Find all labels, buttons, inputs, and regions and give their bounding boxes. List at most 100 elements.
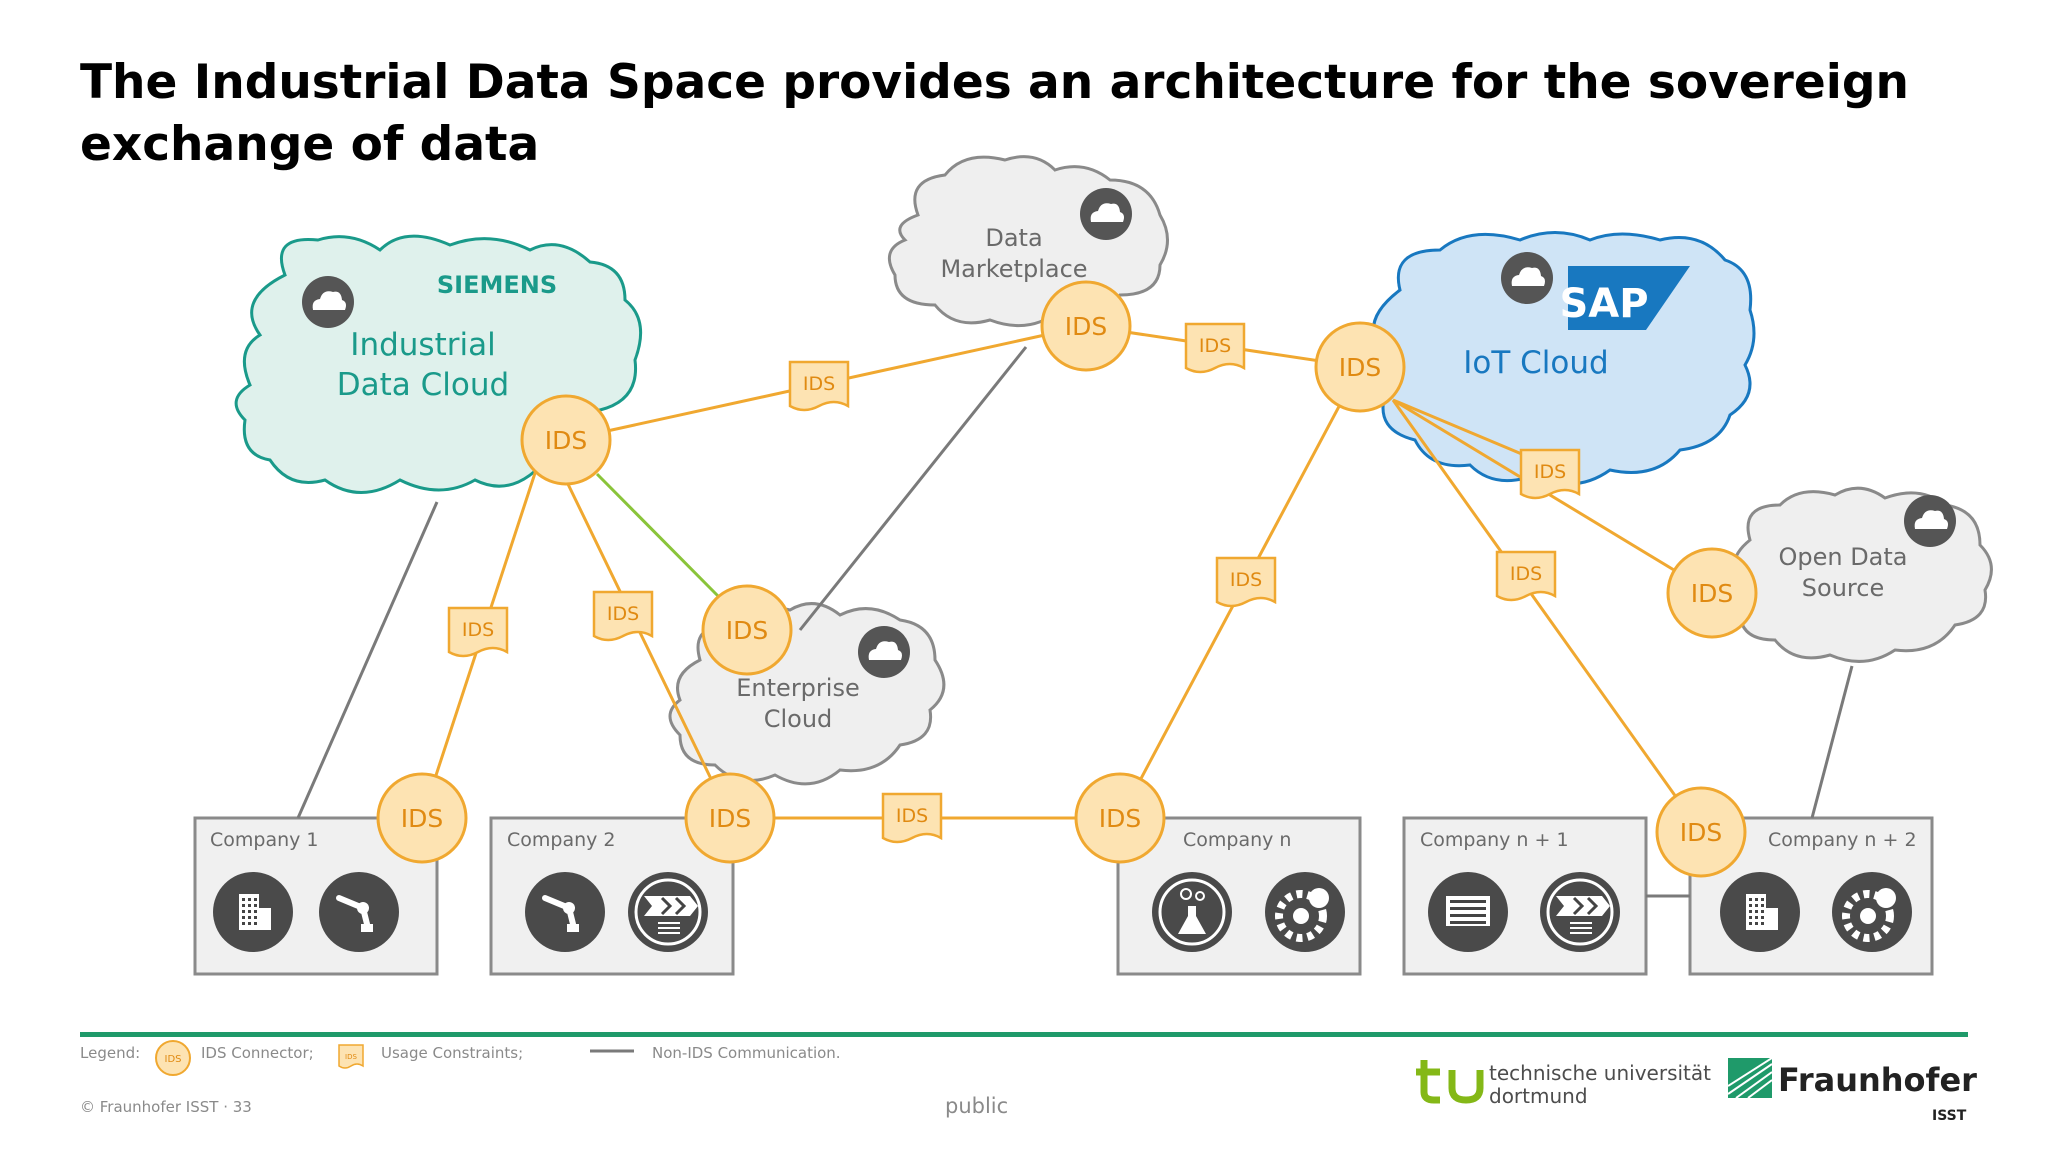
non-ids-link (296, 501, 439, 819)
company-name: Company n (1183, 829, 1291, 851)
ids-connector: IDS (1655, 786, 1747, 878)
enterprise-label-1: Enterprise (736, 674, 859, 702)
usage-constraint-tag: IDS (1495, 550, 1557, 602)
ids-link (1391, 399, 1703, 833)
lab-flask-icon (1152, 872, 1232, 952)
sap-logo: SAP (1559, 266, 1690, 330)
company-box-2: Company 2 (489, 816, 735, 976)
ids-link (1392, 398, 1713, 595)
company-name: Company 2 (507, 829, 616, 851)
svg-text:SAP: SAP (1559, 281, 1648, 327)
usage-constraints: IDS IDS IDS IDS IDS IDS IDS IDS (447, 322, 1581, 844)
iot-cloud-label: IoT Cloud (1463, 345, 1608, 381)
process-chevrons-icon (628, 872, 708, 952)
fraunhofer-institute: ISST (1932, 1108, 1967, 1124)
connector-label: IDS (1099, 804, 1142, 833)
ids-connector: IDS (1314, 321, 1406, 413)
connector-label: IDS (1065, 312, 1108, 341)
factory-building-icon (1720, 872, 1800, 952)
industrial-cloud-label-2: Data Cloud (337, 367, 509, 403)
legend-usage-constraint-icon: IDS (338, 1044, 364, 1069)
svg-text:IDS: IDS (165, 1054, 182, 1065)
connector-label: IDS (545, 426, 588, 455)
non-ids-links (296, 346, 1854, 898)
connector-label: IDS (1339, 353, 1382, 382)
connector-label: IDS (1691, 579, 1734, 608)
connector-label: IDS (1680, 818, 1723, 847)
open-data-label-2: Source (1802, 574, 1884, 602)
company-name: Company n + 1 (1420, 829, 1569, 851)
usage-constraint-tag: IDS (1184, 322, 1246, 374)
siemens-logo: SIEMENS (437, 271, 557, 299)
tu-dortmund-logo (1416, 1060, 1484, 1104)
marketplace-label-1: Data (985, 224, 1042, 252)
tag-label: IDS (1199, 335, 1231, 357)
usage-constraint-tag: IDS (788, 360, 850, 412)
tag-label: IDS (1534, 461, 1566, 483)
legend-ids-connector-label: IDS Connector; (201, 1044, 314, 1062)
robot-arm-icon (525, 872, 605, 952)
robot-arm-icon (319, 872, 399, 952)
marketplace-label-2: Marketplace (940, 255, 1087, 283)
cloud-icon (1904, 495, 1956, 547)
copyright: © Fraunhofer ISST · 33 (80, 1098, 252, 1116)
connector-label: IDS (709, 804, 752, 833)
company-name: Company 1 (210, 829, 319, 851)
usage-constraint-tag: IDS (1215, 556, 1277, 608)
usage-constraint-tag: IDS (881, 792, 943, 844)
tu-dortmund-name: technische universität dortmund (1489, 1061, 1711, 1108)
process-chevrons-icon (1540, 872, 1620, 952)
footer-divider (80, 1032, 1968, 1037)
connector-label: IDS (726, 616, 769, 645)
legend-prefix: Legend: (80, 1044, 141, 1062)
secure-link (595, 472, 720, 598)
legend-ids-connector-icon: IDS (155, 1040, 191, 1076)
company-box-n1: Company n + 1 (1402, 816, 1648, 976)
page-title: The Industrial Data Space provides an ar… (80, 55, 1909, 172)
fraunhofer-name: Fraunhofer (1778, 1061, 1977, 1099)
gears-icon (1832, 872, 1912, 952)
open-data-label-1: Open Data (1778, 543, 1907, 571)
industrial-data-cloud: SIEMENS Industrial Data Cloud (234, 234, 643, 494)
cloud-icon (302, 276, 354, 328)
industrial-cloud-label-1: Industrial (350, 327, 495, 363)
usage-constraint-tag: IDS (1519, 448, 1581, 500)
gears-icon (1265, 872, 1345, 952)
tag-label: IDS (607, 603, 639, 625)
legend-usage-constraints-label: Usage Constraints; (381, 1044, 524, 1062)
ids-connector: IDS (684, 772, 776, 864)
non-ids-link (1810, 665, 1854, 819)
cloud-icon (858, 626, 910, 678)
non-ids-link (798, 346, 1028, 631)
company-name: Company n + 2 (1768, 829, 1917, 851)
svg-text:IDS: IDS (345, 1053, 357, 1061)
tag-label: IDS (1510, 563, 1542, 585)
ids-connector: IDS (1666, 547, 1758, 639)
ids-link (564, 479, 732, 819)
data-marketplace-cloud: Data Marketplace (887, 155, 1169, 328)
ids-connector: IDS (701, 584, 793, 676)
tag-label: IDS (896, 805, 928, 827)
tag-label: IDS (803, 373, 835, 395)
iot-cloud: SAP IoT Cloud (1369, 231, 1756, 486)
factory-building-icon (213, 872, 293, 952)
ids-connector: IDS (1040, 280, 1132, 372)
legend-non-ids-label: Non-IDS Communication. (652, 1044, 841, 1062)
usage-constraint-tag: IDS (592, 590, 654, 642)
tag-label: IDS (1230, 569, 1262, 591)
ids-connector: IDS (376, 772, 468, 864)
server-rack-icon (1428, 872, 1508, 952)
classification-label: public (945, 1094, 1009, 1118)
usage-constraint-tag: IDS (447, 606, 509, 658)
open-data-source-cloud: Open Data Source (1728, 486, 1993, 663)
cloud-icon (1501, 252, 1553, 304)
connector-label: IDS (401, 804, 444, 833)
company-box-n: Company n (1116, 816, 1362, 976)
fraunhofer-logo (1728, 1058, 1772, 1098)
tag-label: IDS (462, 619, 494, 641)
ids-connector: IDS (1074, 772, 1166, 864)
ids-connectors: IDS IDS IDS IDS IDS IDS IDS IDS IDS (376, 280, 1758, 878)
cloud-icon (1080, 188, 1132, 240)
enterprise-label-2: Cloud (764, 705, 833, 733)
